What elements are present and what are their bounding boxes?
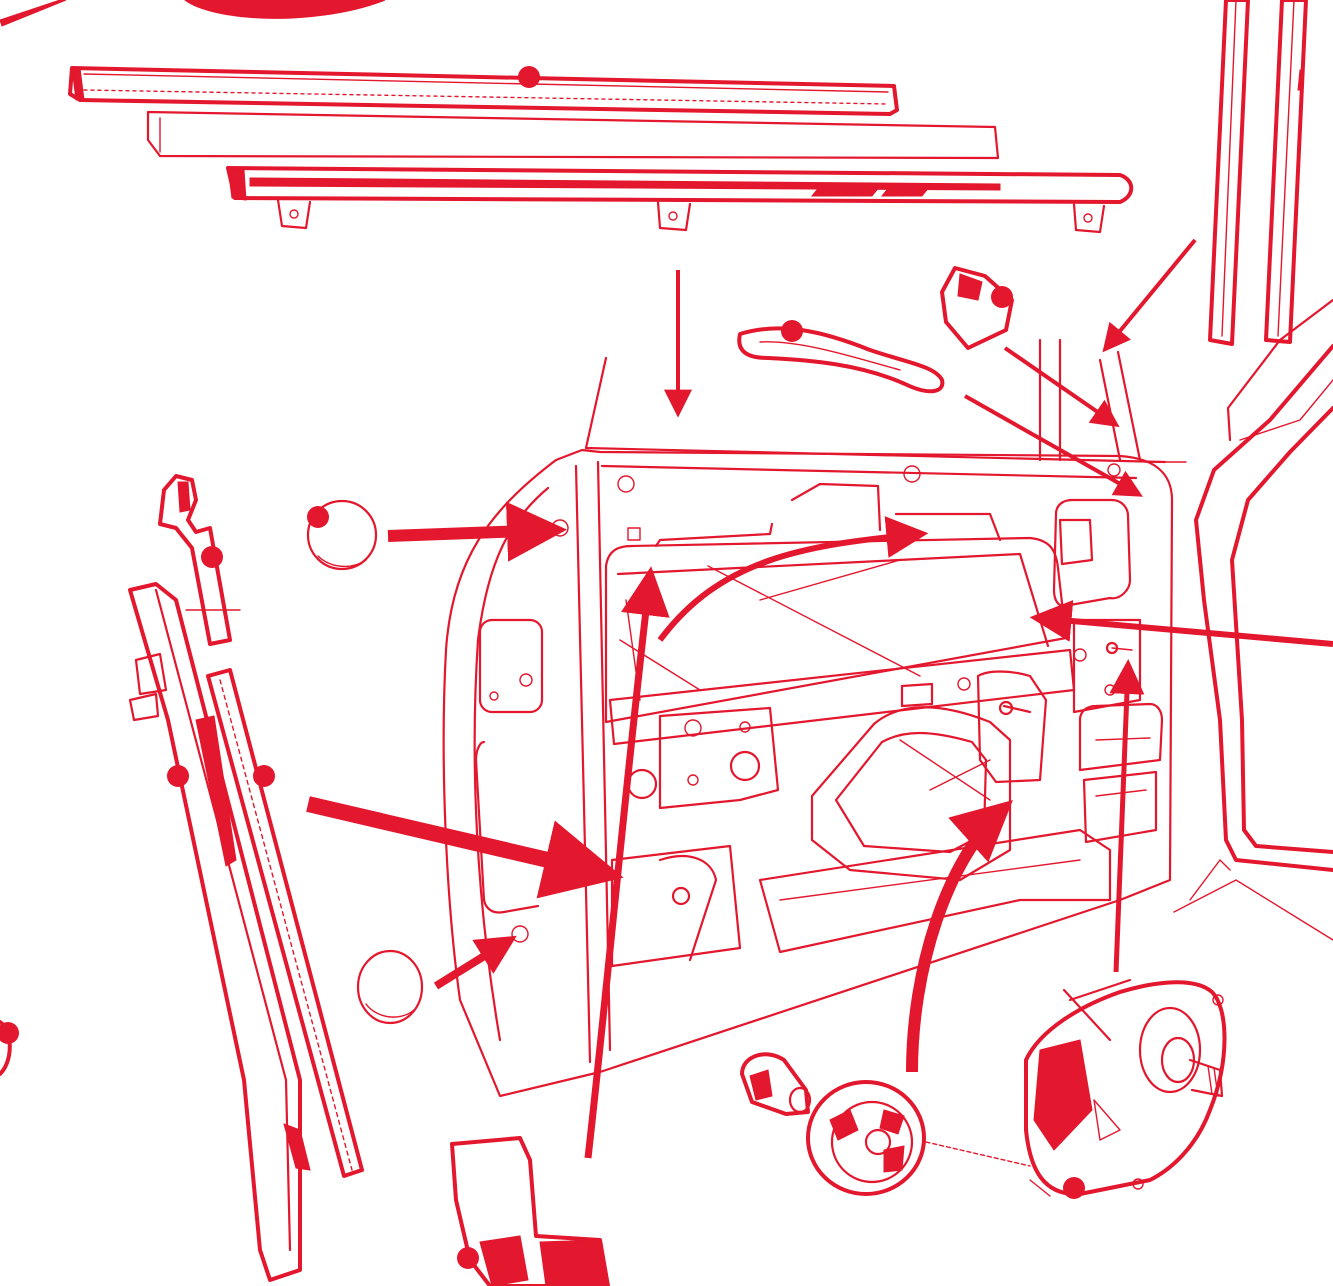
callout-dot bbox=[167, 765, 189, 787]
arrow-motor-up bbox=[1109, 659, 1145, 973]
vertical-glass-channel bbox=[1208, 0, 1308, 346]
callout-dot bbox=[201, 546, 223, 568]
window-run-channel bbox=[128, 582, 311, 1282]
callout-dot bbox=[307, 506, 329, 528]
arrow-curve-top bbox=[657, 516, 929, 642]
window-channel-trim bbox=[226, 166, 1134, 234]
body-door-opening-seal bbox=[1173, 298, 1333, 941]
regulator-bushing bbox=[740, 1052, 812, 1116]
window-regulator-motor bbox=[1024, 978, 1227, 1199]
arrow-seal-to-door bbox=[1029, 600, 1333, 647]
left-edge-partial-part bbox=[0, 1020, 19, 1076]
callout-dot bbox=[991, 286, 1013, 308]
door-plug-upper bbox=[306, 499, 378, 571]
callout-dot bbox=[457, 1247, 479, 1269]
arrow-plug-lower bbox=[433, 935, 517, 990]
callout-dot bbox=[0, 1022, 19, 1044]
door-shell bbox=[442, 338, 1187, 1098]
callout-dot bbox=[781, 320, 803, 342]
arrow-plug-upper bbox=[387, 501, 567, 562]
top-partial-part bbox=[0, 0, 386, 27]
arrow-curve-regulator bbox=[906, 799, 1013, 1073]
callout-dot bbox=[518, 66, 540, 88]
inside-door-handle bbox=[737, 320, 945, 394]
vertical-seal-strip bbox=[206, 668, 364, 1178]
arrow-curve-left bbox=[584, 566, 670, 1159]
outer-window-weatherstrip bbox=[68, 66, 899, 116]
door-plug-lower bbox=[356, 949, 424, 1025]
door-lock-bracket bbox=[940, 266, 1014, 350]
arrow-run-channel bbox=[306, 796, 624, 899]
callout-dot bbox=[1063, 1177, 1085, 1199]
arrow-channel bbox=[1102, 238, 1197, 353]
front-guide-clip bbox=[158, 474, 241, 646]
door-hinge bbox=[450, 1136, 610, 1286]
arrow-handle bbox=[964, 394, 1143, 497]
regulator-pulley bbox=[806, 1080, 1031, 1196]
callout-dot bbox=[253, 765, 275, 787]
inner-window-seal bbox=[146, 110, 1000, 160]
